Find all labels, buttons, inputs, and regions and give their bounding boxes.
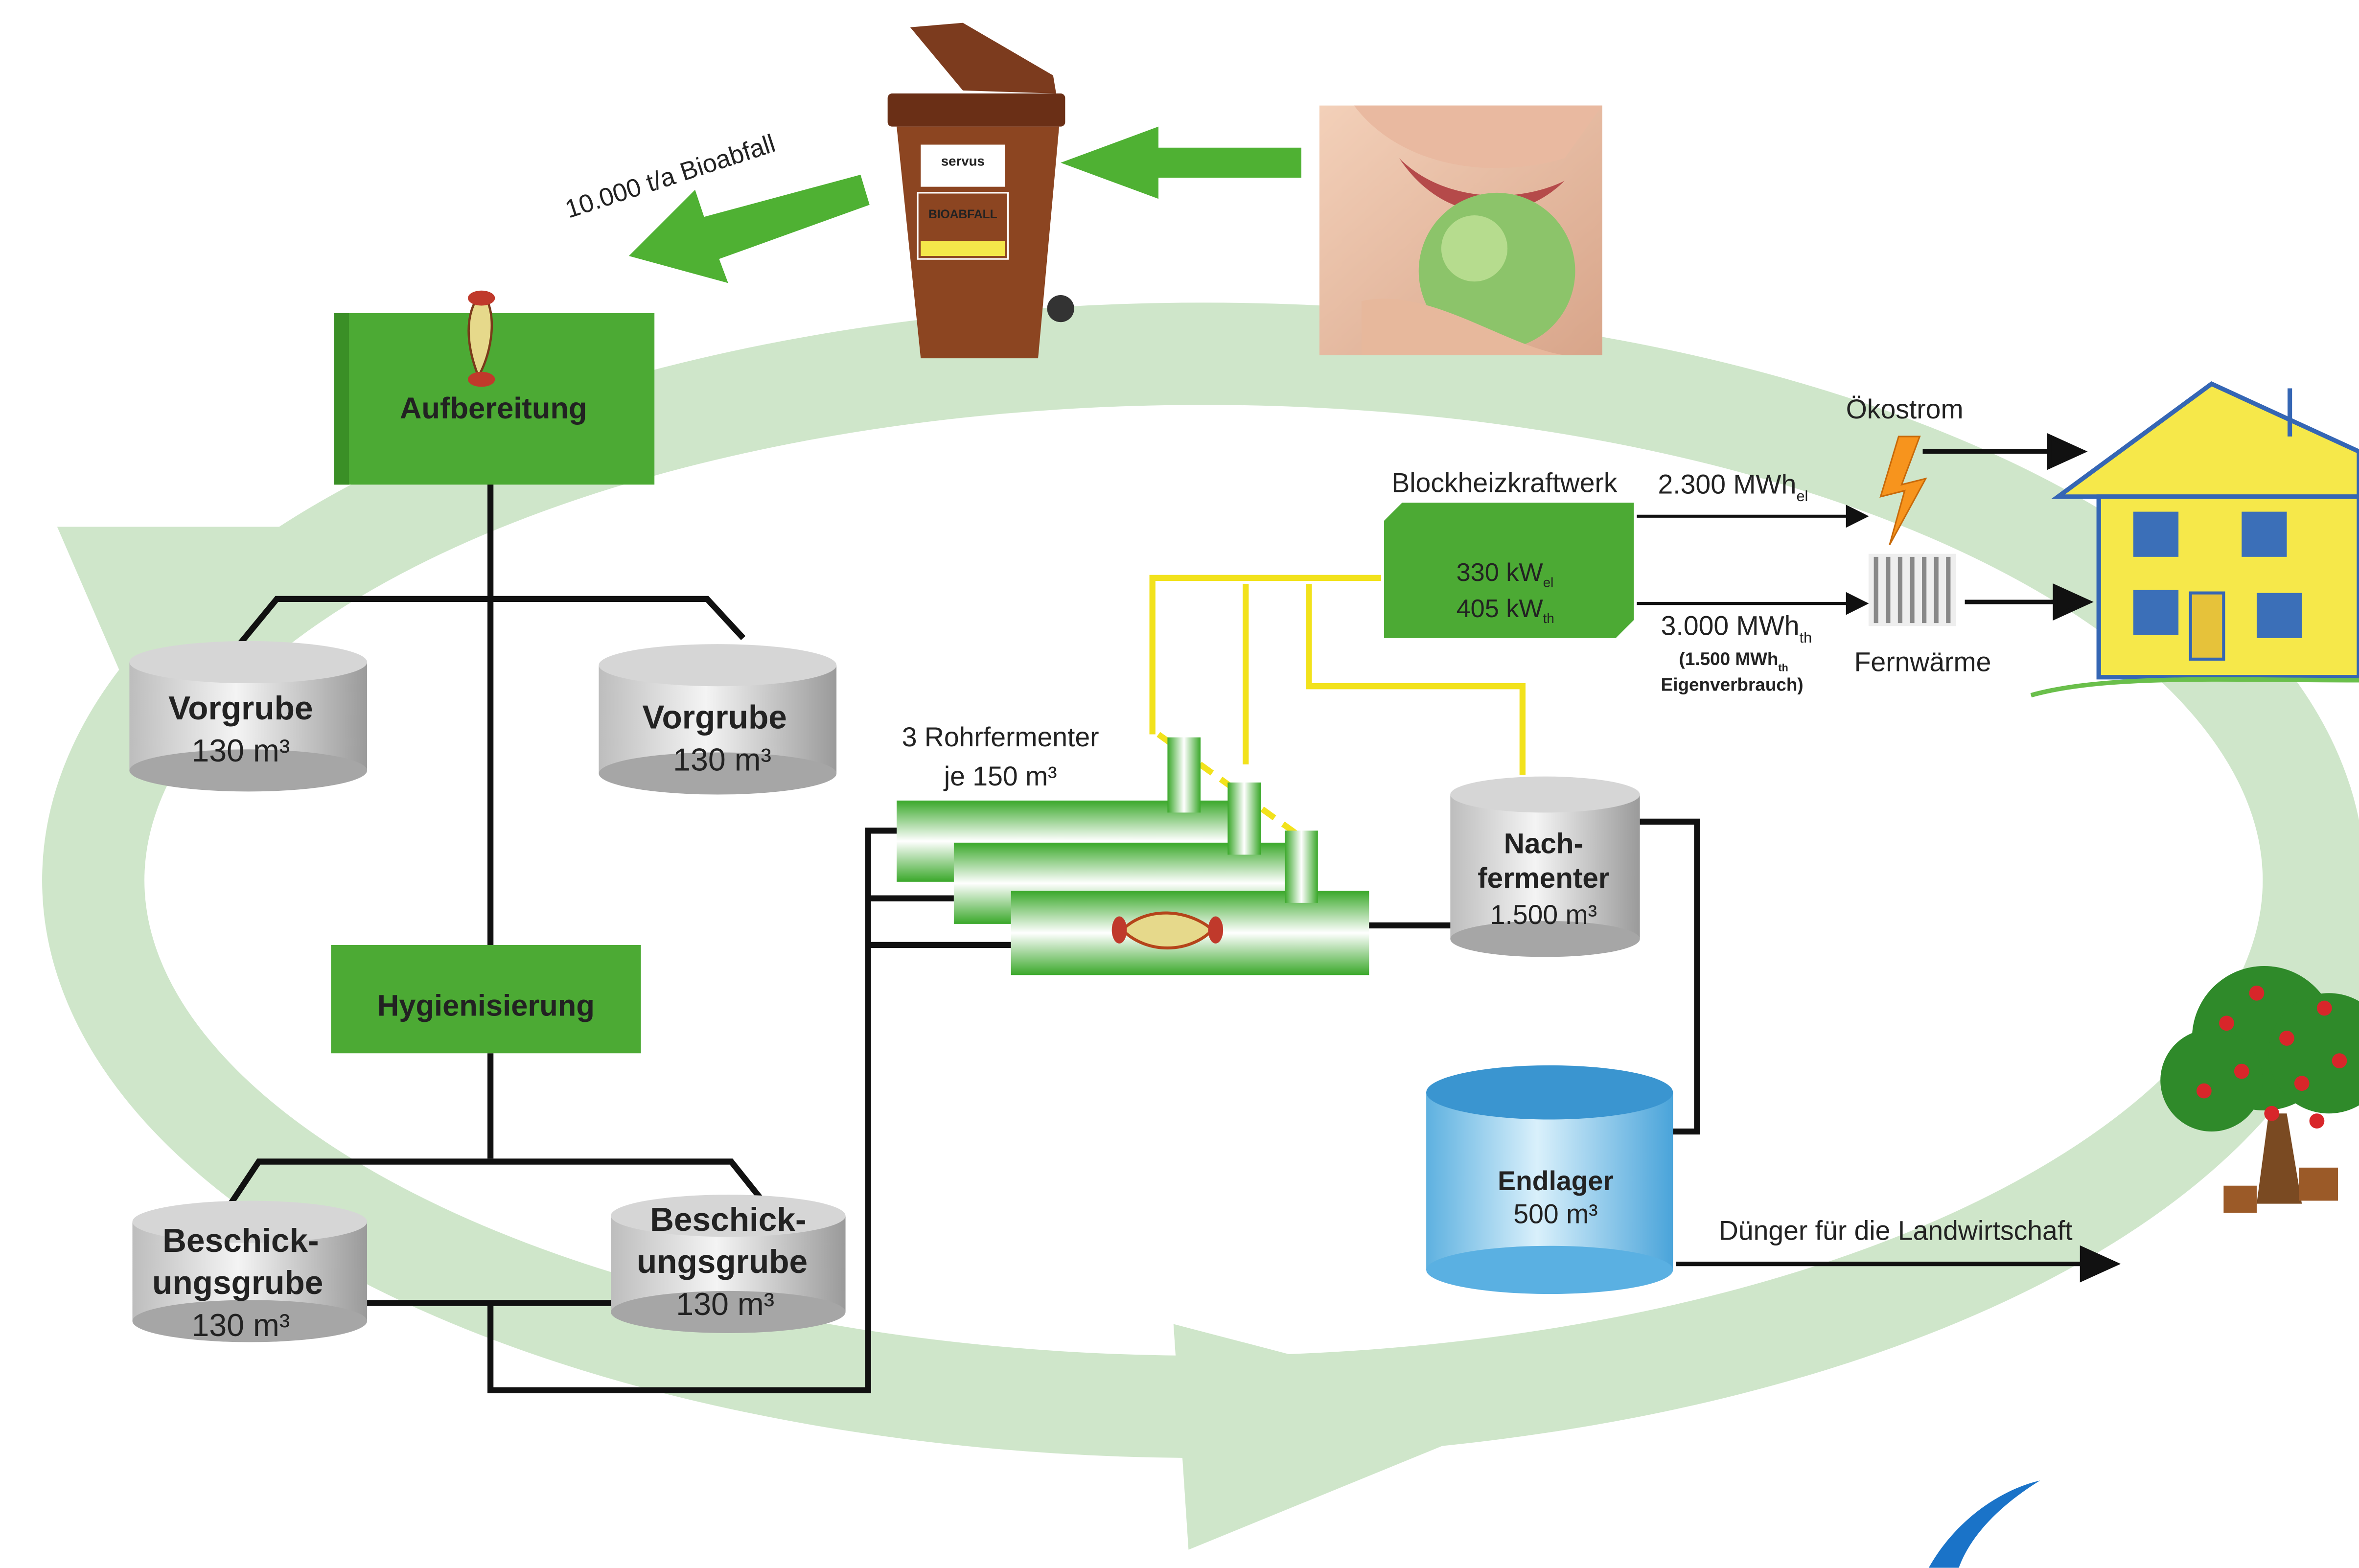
waerme-value: 3.000 MWhth — [1661, 611, 1812, 646]
beschick-right-line2: ungsgrube — [637, 1244, 808, 1280]
oekostrom-label: Ökostrom — [1846, 394, 1964, 424]
duenger-arrow — [1676, 1245, 2121, 1283]
vorgrube-left-volume: 130 m³ — [191, 733, 290, 768]
nachfermenter-line2: fermenter — [1478, 862, 1609, 894]
beschickungsgrube-right-tank: Beschick- ungsgrube 130 m³ — [611, 1195, 846, 1334]
lightning-icon — [1879, 436, 1927, 545]
nachfermenter-line1: Nach- — [1504, 828, 1583, 859]
aufbereitung-label: Aufbereitung — [400, 392, 587, 425]
endlager-tank: Endlager 500 m³ — [1426, 1065, 1673, 1294]
eigenverbrauch-line1: (1.500 MWhth — [1679, 649, 1788, 673]
bhkw-th-value: 405 kWth — [1457, 595, 1554, 626]
cycle-arrowhead-bottom — [1173, 1324, 1520, 1550]
beschick-left-line1: Beschick- — [162, 1222, 319, 1259]
vorgrube-left-name: Vorgrube — [168, 690, 313, 727]
beschick-right-volume: 130 m³ — [676, 1287, 774, 1322]
vorgrube-right-name: Vorgrube — [642, 699, 787, 736]
bhkw-output-arrows — [1637, 505, 1869, 615]
hygienisierung-box: Hygienisierung — [331, 945, 641, 1054]
fermenter-riser-3 — [1285, 830, 1318, 903]
house-icon — [2030, 381, 2359, 698]
endlager-volume: 500 m³ — [1513, 1199, 1597, 1229]
bin-brand: servus — [941, 154, 985, 169]
apple-core-icon — [467, 290, 495, 387]
endlager-name: Endlager — [1498, 1166, 1614, 1196]
arrow-bin-to-aufbereitung — [628, 175, 870, 283]
beschickungsgrube-left-tank: Beschick- ungsgrube 130 m³ — [132, 1200, 368, 1343]
bhkw-el-value: 330 kWel — [1457, 558, 1554, 590]
radiator-icon — [1868, 553, 1956, 626]
nachfermenter-volume: 1.500 m³ — [1490, 899, 1597, 930]
hygienisierung-label: Hygienisierung — [377, 989, 595, 1022]
aufbereitung-box: Aufbereitung — [334, 313, 655, 485]
fernwaerme-label: Fernwärme — [1854, 646, 1991, 677]
vorgrube-left-tank: Vorgrube 130 m³ — [129, 641, 368, 792]
house-input-arrows — [1922, 433, 2094, 621]
arrow-photo-to-bin — [1061, 126, 1301, 199]
vorgrube-right-tank: Vorgrube 130 m³ — [599, 644, 837, 795]
strom-value: 2.300 MWhel — [1658, 469, 1808, 505]
fermenter-riser-2 — [1227, 782, 1261, 855]
eigenverbrauch-line2: Eigenverbrauch) — [1661, 674, 1804, 694]
rohrfermenter-label-line1: 3 Rohrfermenter — [902, 722, 1099, 752]
cycle-arrowhead-left — [57, 527, 316, 708]
duenger-label: Dünger für die Landwirtschaft — [1719, 1215, 2073, 1245]
fermenter-riser-1 — [1167, 737, 1201, 813]
beschick-right-line1: Beschick- — [650, 1201, 806, 1238]
process-lines — [223, 478, 1700, 1393]
vorgrube-right-volume: 130 m³ — [673, 742, 771, 777]
blockheizkraftwerk-box: Blockheizkraftwerk 330 kWel 405 kWth — [1384, 468, 1634, 638]
beschick-left-volume: 130 m³ — [191, 1308, 290, 1343]
fermenter-apple-core-icon — [1111, 911, 1224, 950]
beschick-left-line2: ungsgrube — [152, 1265, 323, 1301]
rohrfermenter-tubes — [897, 737, 1369, 975]
bioabfall-bin-icon: servus BIOABFALL — [887, 23, 1074, 359]
apple-tree-icon — [2160, 966, 2359, 1213]
rohrfermenter-label-line2: je 150 m³ — [943, 761, 1057, 791]
bhkw-title: Blockheizkraftwerk — [1391, 468, 1618, 498]
apple-eating-photo — [1319, 105, 1602, 355]
nachfermenter-tank: Nach- fermenter 1.500 m³ — [1450, 776, 1640, 957]
brand-swoosh — [1928, 1480, 2040, 1568]
bin-label: BIOABFALL — [928, 208, 997, 221]
